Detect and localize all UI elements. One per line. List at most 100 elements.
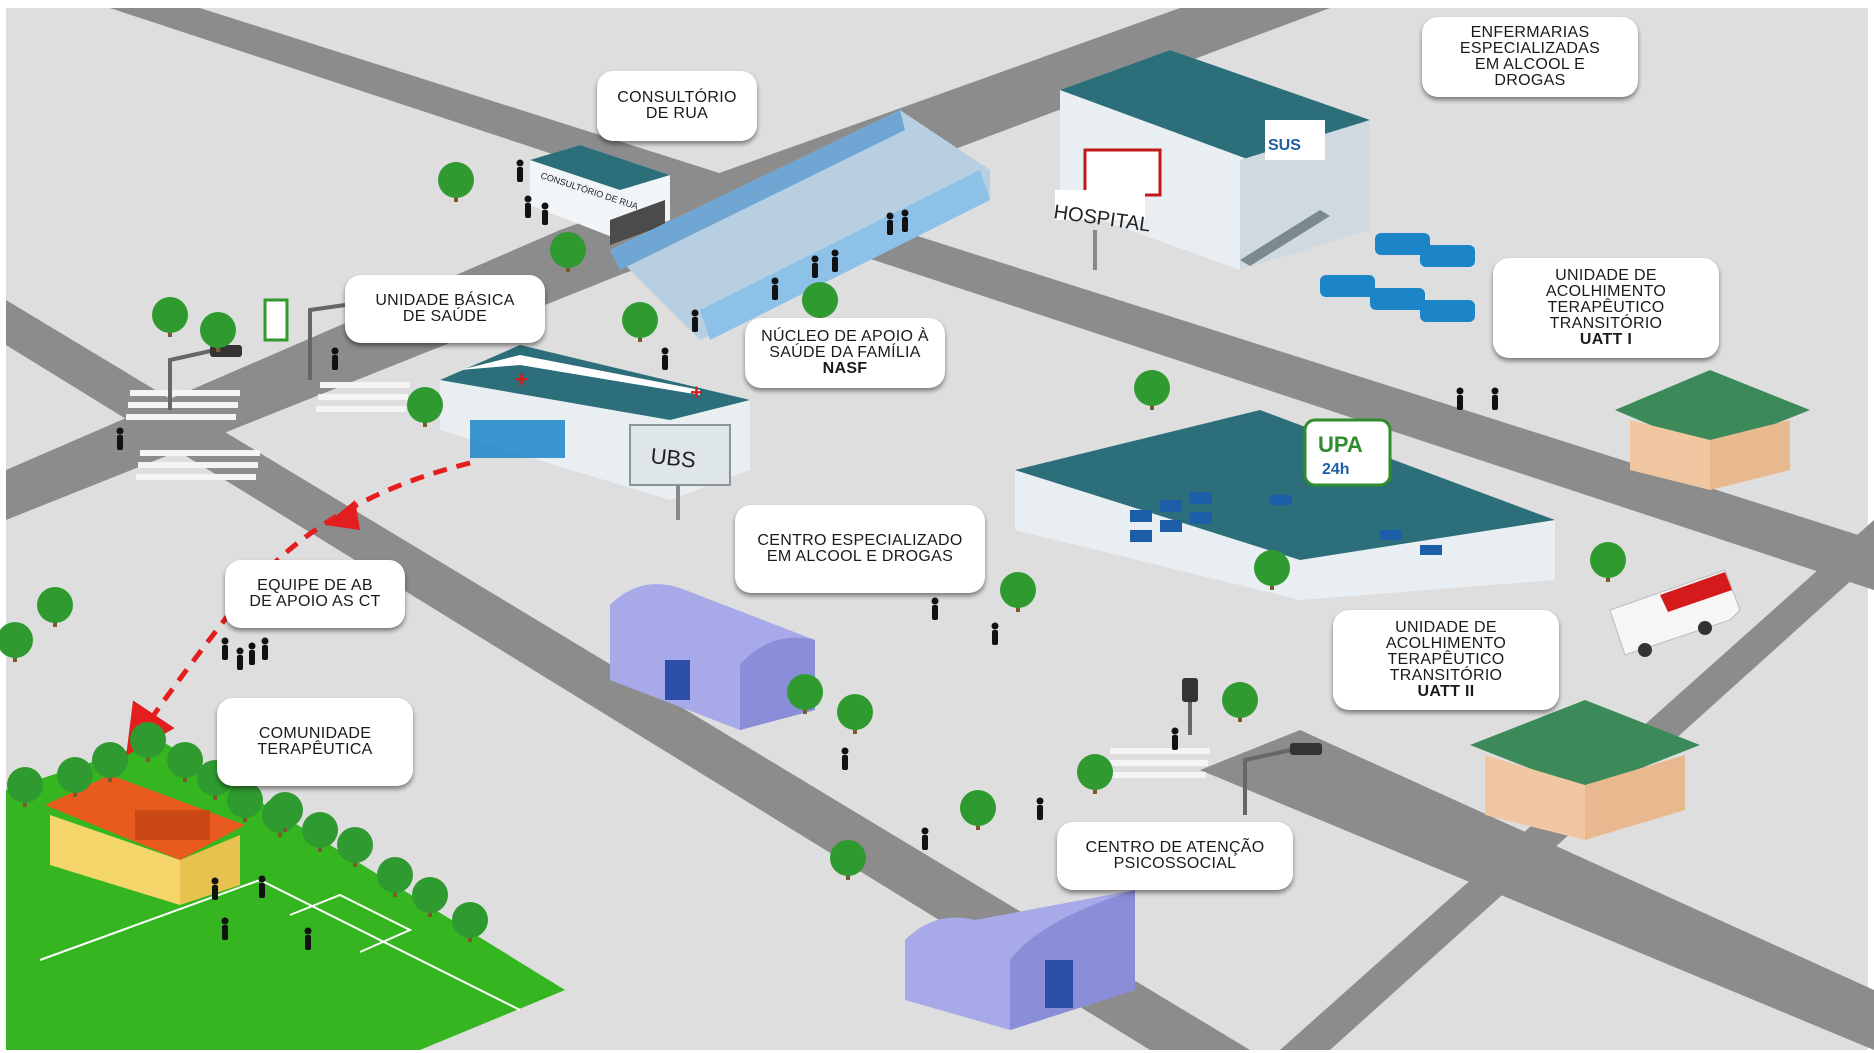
pedestrian-icon [901,209,909,232]
label-line: EQUIPE DE AB [257,577,373,594]
pedestrian-icon [991,622,999,645]
tree-icon [1000,572,1036,612]
pedestrian-icon [516,159,524,182]
pedestrian-icon [1456,387,1464,410]
tree-icon [1077,754,1113,794]
tree-icon [302,812,338,852]
pedestrian-icon [661,347,669,370]
tree-icon [830,840,866,880]
label-line: DE APOIO AS CT [249,593,381,610]
tree-icon [377,857,413,897]
ubs-sign: UBS [649,443,697,473]
tree-icon [267,792,303,832]
caps-building [905,890,1135,1030]
upa-sign: UPA [1318,432,1363,457]
label-uatt1: UNIDADE DE ACOLHIMENTO TERAPÊUTICO TRANS… [1493,258,1719,358]
label-line: TERAPÊUTICO [1547,299,1665,316]
tree-icon [57,757,93,797]
road-lower-right [1200,730,1874,1050]
pedestrian-icon [931,597,939,620]
tree-icon [802,282,838,322]
pedestrian-icon [116,427,124,450]
label-line: TERAPÊUTICO [1387,651,1505,668]
tree-icon [167,742,203,782]
pedestrian-icon [221,637,229,660]
ubs-building: + + [440,345,750,520]
pedestrian-icon [811,255,819,278]
crosswalks [126,382,1210,778]
label-line: UNIDADE DE [1555,267,1657,284]
label-line: DE RUA [645,105,709,122]
label-line-bold: UATT II [1417,683,1475,700]
label-uatt2: UNIDADE DE ACOLHIMENTO TERAPÊUTICO TRANS… [1333,610,1559,710]
pedestrian-icon [524,195,532,218]
pedestrian-icon [236,647,244,670]
trees [0,162,1626,942]
label-unidade-basica: UNIDADE BÁSICA DE SAÚDE [345,275,545,343]
pedestrian-icon [331,347,339,370]
label-line: UNIDADE DE [1395,619,1497,636]
tree-icon [130,722,166,762]
pedestrian-icon [248,642,256,665]
pedestrian-icon [304,927,312,950]
consultorio-van [530,145,670,245]
label-line: EM ALCOOL E DROGAS [766,548,954,565]
tree-icon [37,587,73,627]
label-centro-atencao: CENTRO DE ATENÇÃO PSICOSSOCIAL [1057,822,1293,890]
pedestrians [116,159,1499,950]
tree-icon [407,387,443,427]
parked-cars [1320,233,1475,322]
pedestrian-icon [771,277,779,300]
label-comunidade: COMUNIDADE TERAPÊUTICA [217,698,413,786]
hospital-building [1055,50,1370,270]
comunidade-house [45,775,245,905]
tree-icon [152,297,188,337]
pedestrian-icon [211,877,219,900]
tree-icon [7,767,43,807]
svg-text:+: + [515,367,528,392]
label-line: NÚCLEO DE APOIO À [761,328,929,345]
label-enfermarias: ENFERMARIAS ESPECIALIZADAS EM ALCOOL E D… [1422,17,1638,97]
tree-icon [0,622,33,662]
pedestrian-icon [261,637,269,660]
pedestrian-icon [1491,387,1499,410]
route-arrow-ubs-to-ct [126,460,471,756]
pedestrian-icon [886,212,894,235]
tree-icon [960,790,996,830]
ambulance [1609,569,1741,657]
label-line: ACOLHIMENTO [1385,635,1507,652]
tree-icon [1254,550,1290,590]
upa-building [1015,410,1555,600]
soccer-field-lines [39,879,521,1011]
uatt2-house [1470,700,1700,840]
label-line: UNIDADE BÁSICA [375,292,515,309]
label-centro-especializado: CENTRO ESPECIALIZADO EM ALCOOL E DROGAS [735,505,985,593]
pedestrian-icon [691,309,699,332]
svg-text:+: + [690,380,703,405]
tree-icon [550,232,586,272]
tree-icon [227,782,263,822]
label-line: ESPECIALIZADAS [1459,40,1601,57]
route-arrow-mid-head [325,500,360,530]
tree-icon [200,312,236,352]
pedestrian-icon [541,202,549,225]
label-line: EM ALCOOL E [1474,56,1586,73]
pedestrian-icon [1171,727,1179,750]
pedestrian-icon [221,917,229,940]
pedestrian-icon [921,827,929,850]
label-line: DE SAÚDE [402,308,488,325]
label-line: SAÚDE DA FAMÍLIA [769,344,921,361]
tree-icon [787,674,823,714]
pedestrian-icon [258,875,266,898]
tree-icon [1222,682,1258,722]
label-line: COMUNIDADE [258,725,372,742]
tree-icon [337,827,373,867]
tree-icon [622,302,658,342]
label-line: CONSULTÓRIO [617,89,737,106]
label-line: DROGAS [1494,72,1566,89]
pedestrian-icon [831,249,839,272]
label-line-bold: UATT I [1579,331,1633,348]
label-line: TERAPÊUTICA [257,741,373,758]
label-line: TRANSITÓRIO [1389,667,1503,684]
